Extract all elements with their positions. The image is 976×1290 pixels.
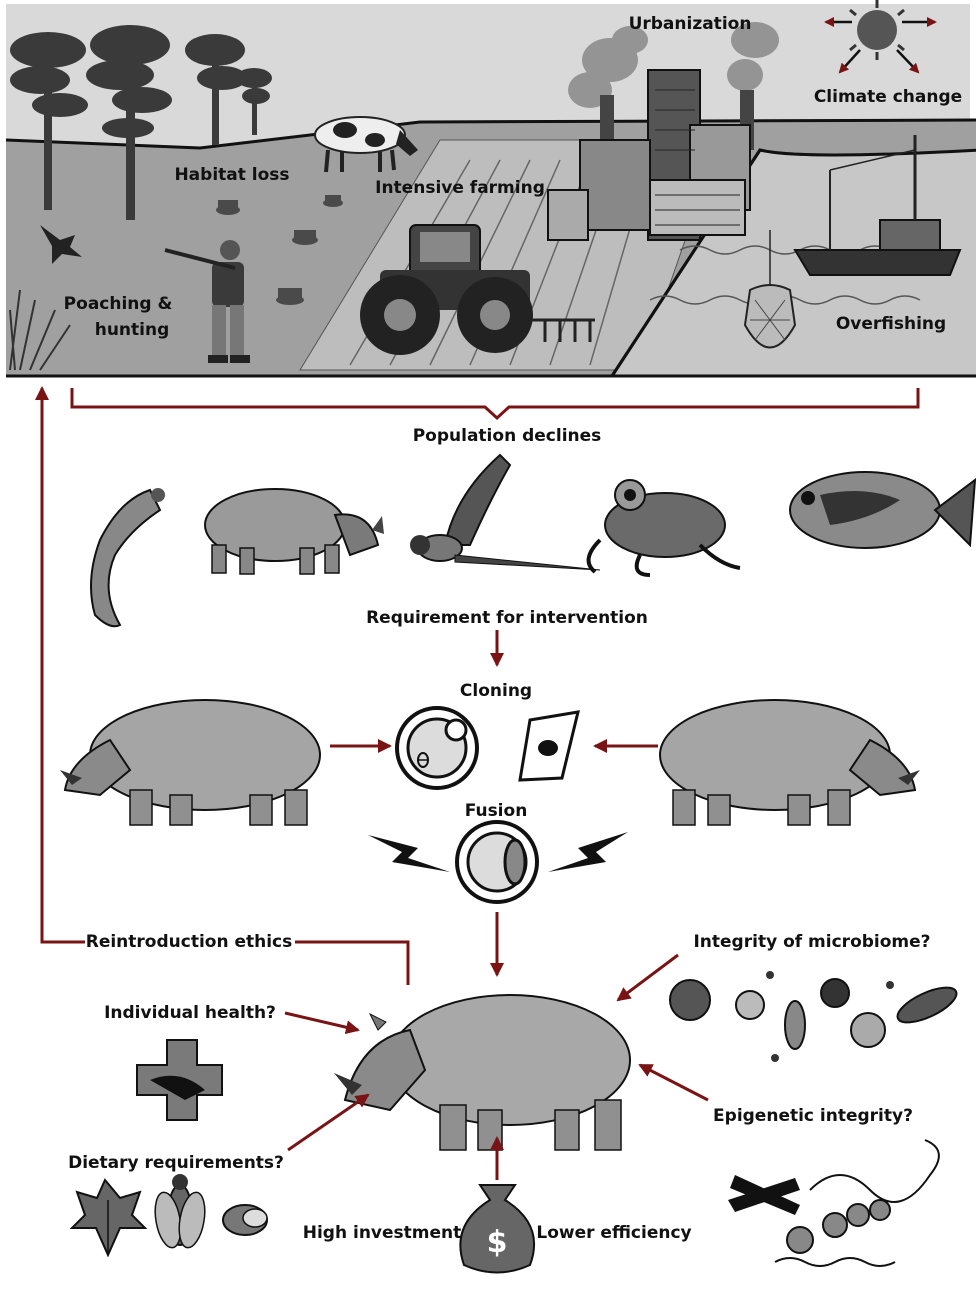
arrow-dietary [288,1095,368,1150]
label-poaching-line1: Poaching & [64,294,173,314]
arrow-microbiome [618,955,678,1000]
declining-species [91,455,975,626]
label-individual-health: Individual health? [104,1003,276,1023]
microbes-cluster [670,971,961,1062]
frog [589,480,740,575]
label-integrity-of-microbiome: Integrity of microbiome? [693,932,930,952]
label-lower-efficiency: Lower efficiency [536,1223,691,1243]
arrow-individual-health [285,1013,358,1030]
money-bag-icon: $ [460,1185,534,1273]
somatic-cell-icon [520,712,578,780]
label-high-investment: High investment [303,1223,462,1243]
label-epigenetic-integrity: Epigenetic integrity? [713,1106,913,1126]
rhino-small [205,489,384,574]
label-reintroduction-ethics: Reintroduction ethics [86,932,293,952]
label-overfishing: Overfishing [836,314,946,334]
nut-icon [223,1205,267,1235]
lightning-right-icon [548,832,628,872]
label-poaching-line2: hunting [95,320,170,340]
label-habitat-loss: Habitat loss [174,165,289,185]
chromosome-dna-icon [728,1140,939,1266]
label-fusion: Fusion [465,801,528,821]
label-urbanization: Urbanization [629,14,752,34]
population-bracket [72,388,918,418]
label-population-declines: Population declines [413,426,602,446]
leaf-icon [72,1180,145,1255]
insect-icon [151,1174,208,1250]
dollar-sign: $ [487,1225,508,1260]
lizard [91,488,165,626]
label-intensive-farming: Intensive farming [375,178,545,198]
lightning-left-icon [368,835,450,872]
cloned-rhino [334,995,630,1150]
fish [790,472,975,548]
label-cloning: Cloning [460,681,532,701]
medical-cross-icon [137,1025,223,1120]
rhino-donor-right [660,700,920,825]
arrow-epigenetic [640,1065,708,1100]
label-climate-change: Climate change [814,87,962,107]
oocyte-icon [397,708,477,788]
reintroduction-loop [42,388,408,985]
label-requirement-for-intervention: Requirement for intervention [366,608,648,628]
rhino-donor-left [60,700,320,825]
parrot [410,455,600,570]
fused-cell-icon [457,822,537,902]
label-dietary-requirements: Dietary requirements? [68,1153,284,1173]
